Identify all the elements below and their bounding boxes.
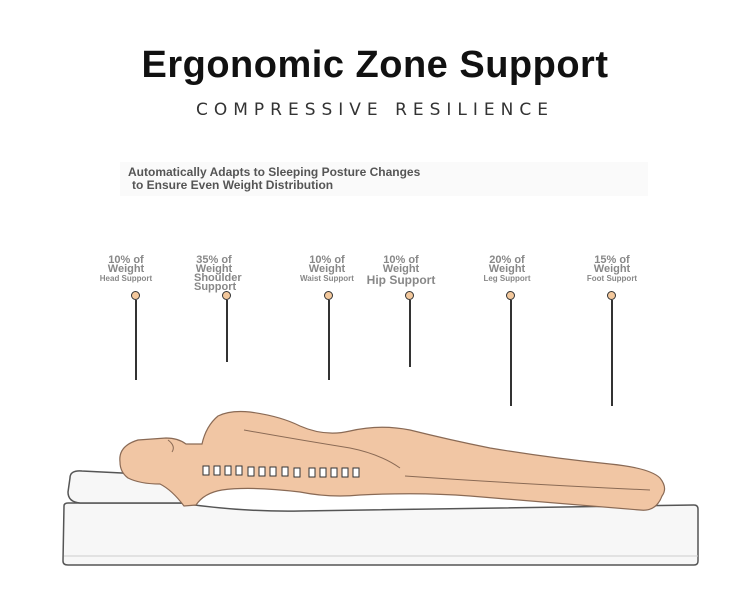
zone-foot-label: Foot Support [586, 274, 638, 283]
zone-head-weight: Weight [107, 263, 145, 275]
shoulder-pointer-dot [222, 291, 231, 300]
head-pointer-line [135, 300, 137, 380]
zone-hip: 10% of Weight Hip Support [356, 254, 446, 287]
zone-head-percent: 10% of [108, 254, 144, 266]
zone-foot: 15% of Weight Foot Support [574, 254, 650, 284]
zone-shoulder-weight: Weight [195, 263, 233, 275]
zone-shoulder: 35% of Weight Shoulder Support [184, 254, 244, 293]
zone-hip-weight: Weight [382, 263, 420, 275]
hip-pointer-line [409, 300, 411, 367]
zone-leg-percent: 20% of [489, 254, 525, 266]
description-line-2: to Ensure Even Weight Distribution [132, 178, 334, 192]
zone-hip-label: Hip Support [366, 273, 436, 287]
zone-leg: 20% of Weight Leg Support [472, 254, 542, 284]
zone-waist-weight: Weight [308, 263, 346, 275]
zone-leg-label: Leg Support [483, 274, 531, 283]
foot-pointer-dot [607, 291, 616, 300]
spine-vertebrae [202, 465, 360, 478]
zone-head-label: Head Support [99, 274, 153, 283]
zone-leg-weight: Weight [488, 263, 526, 275]
waist-pointer-dot [324, 291, 333, 300]
zone-waist-label: Waist Support [300, 274, 354, 283]
zone-waist: 10% of Weight Waist Support [292, 254, 362, 284]
head-pointer-dot [131, 291, 140, 300]
description-line-1: Automatically Adapts to Sleeping Posture… [128, 165, 421, 179]
leg-pointer-dot [506, 291, 515, 300]
hip-pointer-dot [405, 291, 414, 300]
leg-pointer-line [510, 300, 512, 406]
shoulder-pointer-line [226, 300, 228, 362]
zone-foot-percent: 15% of [594, 254, 630, 266]
description-box: Automatically Adapts to Sleeping Posture… [120, 162, 648, 196]
zone-shoulder-label: Shoulder Support [194, 272, 242, 293]
zone-head: 10% of Weight Head Support [96, 254, 156, 284]
zone-waist-percent: 10% of [309, 254, 345, 266]
page-title: Ergonomic Zone Support [141, 44, 609, 86]
body-silhouette [119, 410, 666, 511]
waist-pointer-line [328, 300, 330, 380]
page-subtitle: COMPRESSIVE RESILIENCE [195, 100, 554, 120]
zone-foot-weight: Weight [593, 263, 631, 275]
foot-pointer-line [611, 300, 613, 406]
zone-shoulder-percent: 35% of [196, 254, 232, 266]
zone-hip-percent: 10% of [383, 254, 419, 266]
